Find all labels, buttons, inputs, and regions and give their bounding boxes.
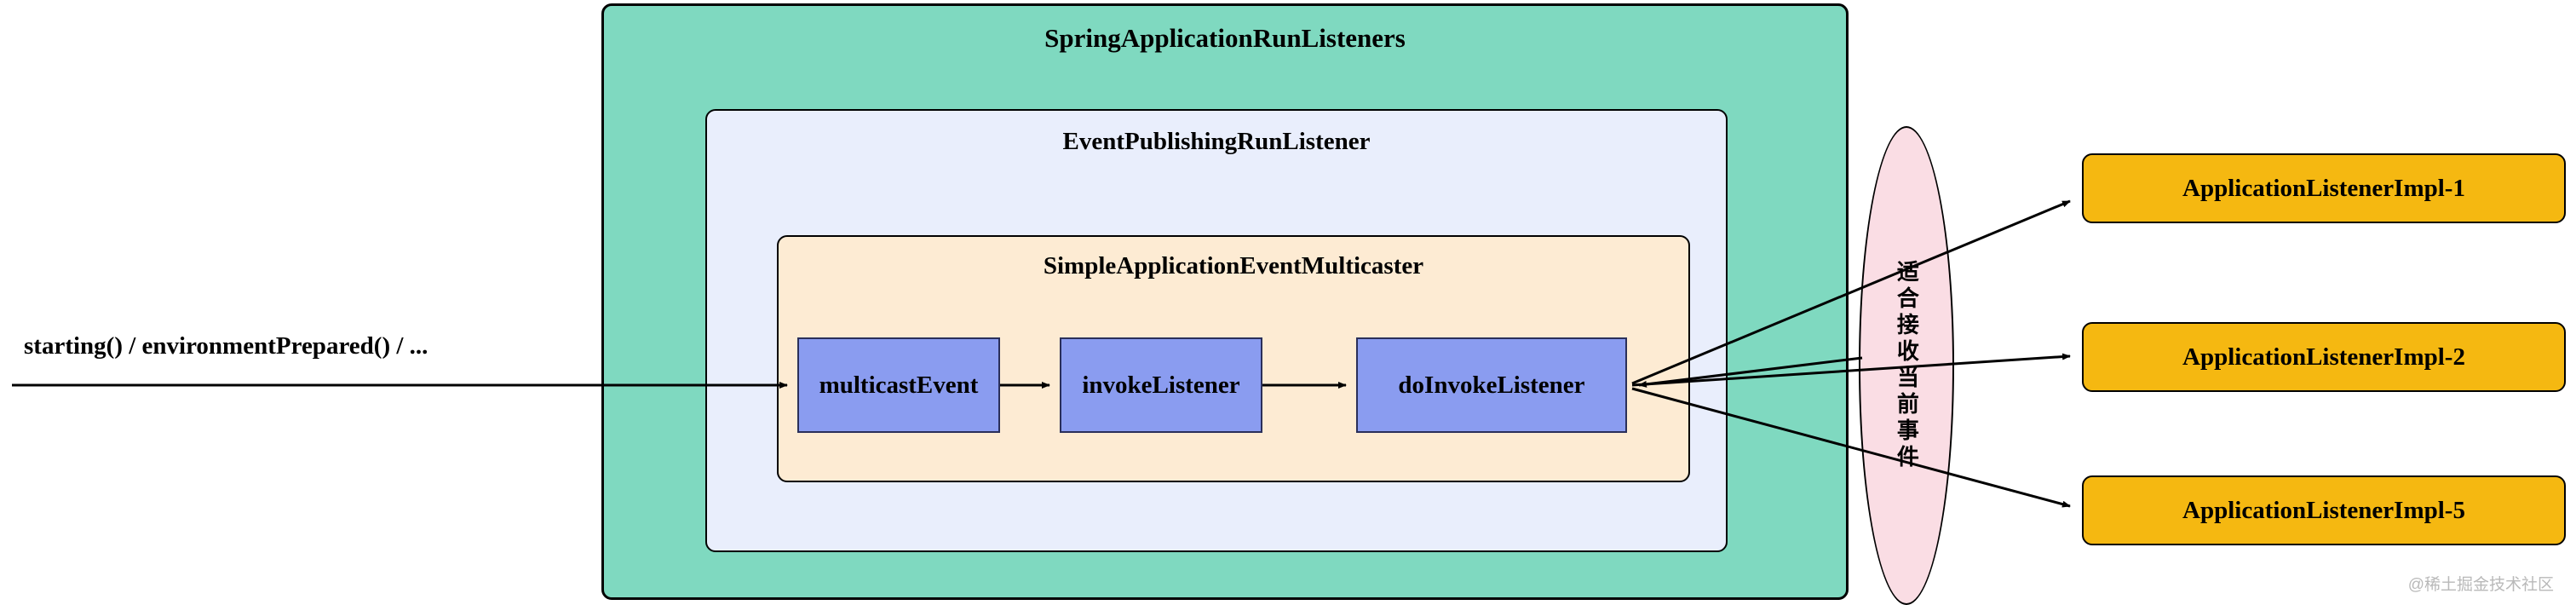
listener-box-1: ApplicationListenerImpl-1	[2082, 153, 2566, 223]
filter-ellipse-label: 适合接收当前事件	[1894, 260, 1920, 471]
method-box-invoke-listener-label: invokeListener	[1082, 371, 1240, 399]
method-box-invoke-listener: invokeListener	[1060, 337, 1262, 433]
method-box-do-invoke-listener: doInvokeListener	[1356, 337, 1627, 433]
method-box-multicast-event-label: multicastEvent	[819, 371, 979, 399]
listener-box-1-label: ApplicationListenerImpl-1	[2182, 174, 2465, 202]
listener-box-3: ApplicationListenerImpl-5	[2082, 475, 2566, 545]
listener-box-2: ApplicationListenerImpl-2	[2082, 322, 2566, 392]
filter-ellipse: 适合接收当前事件	[1859, 126, 1954, 605]
entry-point-label: starting() / environmentPrepared() / ...	[24, 332, 428, 360]
outer-container-title: SpringApplicationRunListeners	[1044, 23, 1406, 53]
watermark: @稀土掘金技术社区	[2407, 576, 2554, 594]
listener-box-2-label: ApplicationListenerImpl-2	[2182, 343, 2465, 371]
listener-box-3-label: ApplicationListenerImpl-5	[2182, 496, 2465, 524]
inner-container-title: SimpleApplicationEventMulticaster	[1043, 252, 1424, 279]
method-box-do-invoke-listener-label: doInvokeListener	[1398, 371, 1585, 399]
method-box-multicast-event: multicastEvent	[797, 337, 1000, 433]
mid-container-title: EventPublishingRunListener	[1062, 128, 1371, 155]
